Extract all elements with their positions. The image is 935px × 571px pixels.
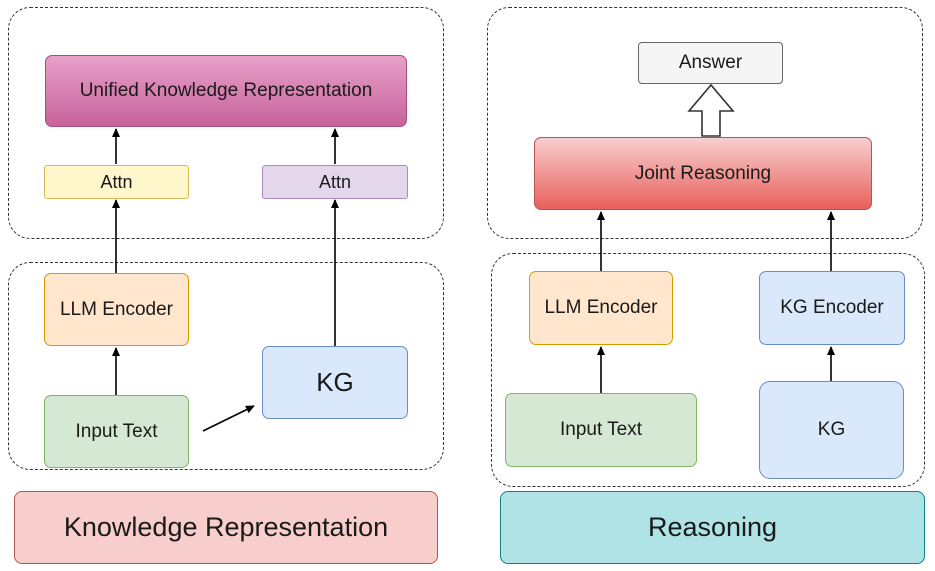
- reasoning-caption: Reasoning: [500, 491, 925, 564]
- unified-knowledge-representation-node: Unified Knowledge Representation: [45, 55, 407, 127]
- joint-reasoning-label: Joint Reasoning: [634, 162, 772, 184]
- unified-knowledge-representation-label: Unified Knowledge Representation: [79, 80, 373, 101]
- kg-encoder-label: KG Encoder: [780, 297, 884, 318]
- kg-encoder-node: KG Encoder: [759, 271, 905, 345]
- answer-label: Answer: [678, 52, 743, 73]
- left-top-group: [8, 7, 444, 239]
- kg-right-label: KG: [817, 419, 846, 440]
- llm-encoder-node-right: LLM Encoder: [529, 271, 673, 345]
- hollow-arrow-joint-to-answer: [687, 83, 735, 137]
- input-text-left-label: Input Text: [75, 420, 158, 442]
- attn-right-label: Attn: [318, 171, 352, 192]
- knowledge-representation-caption: Knowledge Representation: [14, 491, 438, 564]
- attn-node-left: Attn: [44, 165, 189, 199]
- left-bottom-group: [8, 262, 444, 470]
- input-text-node-left: Input Text: [44, 395, 189, 468]
- right-bottom-group: [491, 253, 925, 487]
- llm-encoder-right-label: LLM Encoder: [544, 297, 658, 318]
- attn-left-label: Attn: [100, 171, 133, 192]
- kg-node-left: KG: [262, 346, 408, 419]
- attn-node-right: Attn: [262, 165, 408, 199]
- input-text-right-label: Input Text: [559, 419, 643, 440]
- kg-node-right: KG: [759, 381, 904, 479]
- right-top-group: [487, 7, 923, 239]
- input-text-node-right: Input Text: [505, 393, 697, 467]
- joint-reasoning-node: Joint Reasoning: [534, 137, 872, 210]
- llm-encoder-node-left: LLM Encoder: [44, 273, 189, 346]
- answer-node: Answer: [638, 42, 783, 84]
- kg-left-label: KG: [316, 367, 354, 397]
- llm-encoder-left-label: LLM Encoder: [59, 298, 173, 320]
- arrow-input-to-kg: [202, 405, 255, 432]
- reasoning-caption-text: Reasoning: [647, 512, 778, 542]
- knowledge-representation-caption-text: Knowledge Representation: [63, 512, 389, 542]
